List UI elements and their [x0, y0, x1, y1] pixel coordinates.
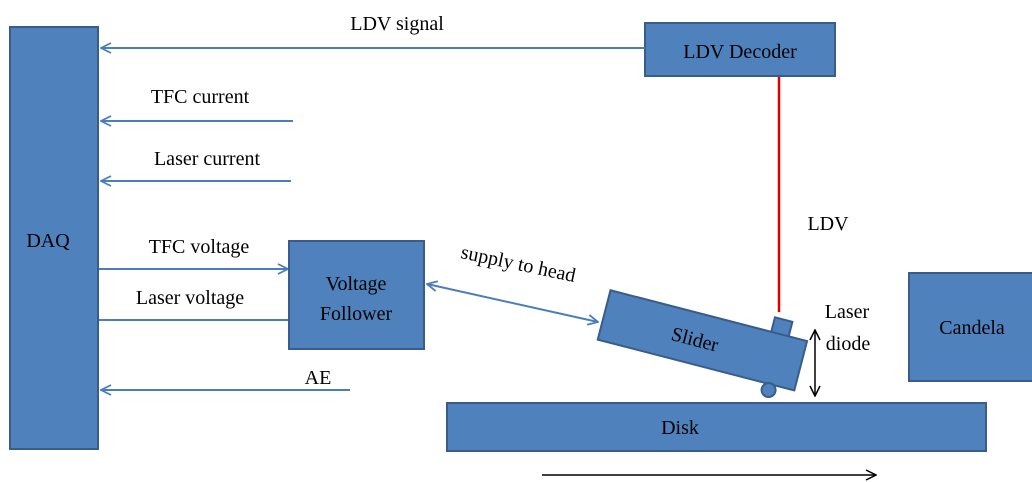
- ae-label: AE: [305, 367, 332, 389]
- voltage-follower-label-line2: Follower: [320, 303, 393, 325]
- ldv-signal-label: LDV signal: [350, 13, 444, 35]
- daq-label: DAQ: [26, 230, 70, 252]
- slider-assembly: Slider: [596, 289, 809, 399]
- voltage-follower-label-line1: Voltage: [326, 273, 387, 295]
- disk-block: Disk: [446, 402, 987, 452]
- slider-body: [596, 289, 809, 392]
- voltage-follower-block: Voltage Follower: [288, 240, 425, 350]
- laser-diode-label-line2: diode: [826, 333, 871, 355]
- tfc-voltage-label: TFC voltage: [149, 236, 250, 258]
- supply-to-head-label: supply to head: [459, 241, 578, 287]
- disk-label: Disk: [661, 417, 699, 439]
- ldv-label: LDV: [807, 213, 849, 235]
- slider-contact-pad: [760, 382, 777, 399]
- ldv-decoder-block: LDV Decoder: [644, 22, 836, 77]
- candela-block: Candela: [908, 272, 1032, 382]
- ldv-decoder-label: LDV Decoder: [683, 41, 797, 63]
- daq-block: DAQ: [9, 26, 99, 450]
- laser-voltage-label: Laser voltage: [136, 287, 244, 309]
- laser-current-label: Laser current: [154, 148, 260, 170]
- laser-diode-label-line1: Laser: [825, 301, 870, 323]
- candela-label: Candela: [939, 317, 1005, 339]
- supply-to-head-arrow: [427, 284, 598, 322]
- tfc-current-label: TFC current: [151, 86, 250, 108]
